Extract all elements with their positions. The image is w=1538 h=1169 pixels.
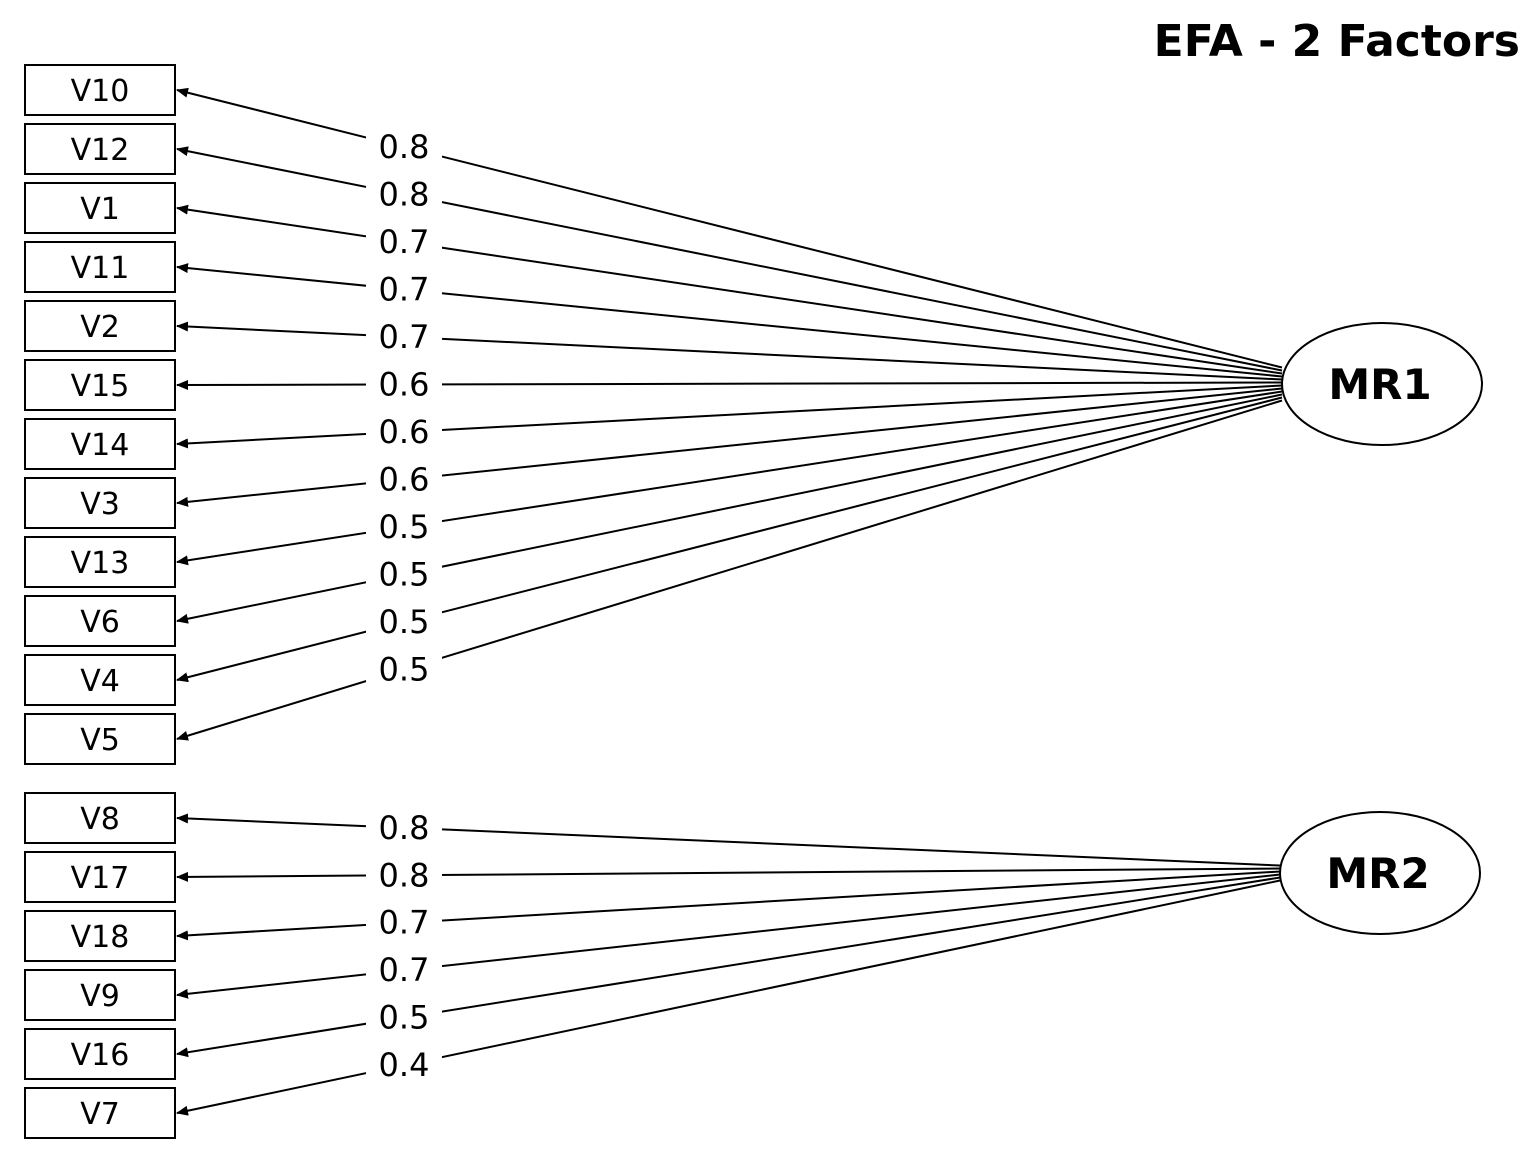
loading-arrow-mr2-v18 [176, 870, 1281, 941]
loading-label-background [366, 506, 442, 547]
loading-arrow-mr1-v3 [176, 387, 1283, 507]
loading-value-mr1-v11: 0.7 [379, 270, 430, 308]
variable-box-v12 [24, 123, 176, 175]
loading-arrow-mr1-v14 [176, 384, 1283, 449]
loading-value-mr2-v16: 0.5 [379, 999, 430, 1037]
variable-label-v18: V18 [71, 920, 130, 955]
loading-label-background [366, 601, 442, 642]
loading-arrow-mr1-v2 [176, 321, 1283, 381]
loading-paths: 0.8 0.8 0.7 0.7 0.7 0.6 0.6 0.6 0.5 0.5 0.5 0.5 0.8 0… [176, 87, 1283, 1116]
loading-value-mr1-v10: 0.8 [379, 128, 430, 166]
loading-label-background [366, 174, 442, 215]
loading-value-mr1-v5: 0.5 [379, 650, 430, 688]
variable-label-v1: V1 [80, 192, 120, 227]
loading-arrow-mr1-v1 [176, 204, 1283, 375]
variable-label-v7: V7 [80, 1097, 120, 1132]
loading-value-mr1-v2: 0.7 [379, 318, 430, 356]
loading-label-background [366, 221, 442, 262]
variable-label-v2: V2 [80, 310, 120, 345]
loading-label-background [366, 127, 442, 168]
variable-box-v4 [24, 654, 176, 706]
variable-label-v4: V4 [80, 664, 120, 699]
variable-label-v3: V3 [80, 487, 120, 522]
variable-label-v11: V11 [71, 251, 130, 286]
loading-arrow-mr1-v12 [176, 146, 1283, 372]
loading-value-mr2-v9: 0.7 [379, 951, 430, 989]
loading-arrow-mr2-v8 [176, 813, 1281, 867]
loading-label-background [366, 554, 442, 595]
factor-label-mr2: MR2 [1326, 849, 1429, 898]
loading-arrow-mr1-v5 [176, 399, 1283, 741]
factor-node-mr2 [1279, 811, 1481, 935]
factor-label-mr1: MR1 [1328, 360, 1431, 409]
loading-value-mr1-v15: 0.6 [379, 365, 430, 403]
variable-box-v18 [24, 910, 176, 962]
variable-box-v5 [24, 713, 176, 765]
loading-arrow-mr2-v9 [176, 873, 1281, 999]
variable-box-v17 [24, 851, 176, 903]
observed-variables: V10V12V1V11V2V15V14V3V13V6V4V5V8V17V18V9… [24, 64, 176, 1139]
loading-arrow-mr1-v10 [176, 87, 1283, 369]
variable-box-v7 [24, 1087, 176, 1139]
loading-arrow-mr2-v16 [176, 876, 1281, 1058]
variable-label-v8: V8 [80, 802, 120, 837]
loading-value-mr2-v7: 0.4 [379, 1046, 430, 1084]
loading-arrow-mr1-v13 [176, 390, 1283, 566]
loading-label-background [366, 855, 442, 896]
variable-label-v6: V6 [80, 605, 120, 640]
loading-arrow-mr2-v7 [176, 879, 1281, 1116]
variable-box-v16 [24, 1028, 176, 1080]
variable-label-v5: V5 [80, 723, 120, 758]
variable-box-v8 [24, 792, 176, 844]
loading-label-background [366, 316, 442, 357]
variable-box-v13 [24, 536, 176, 588]
loading-value-mr1-v14: 0.6 [379, 413, 430, 451]
loading-arrow-mr2-v17 [176, 867, 1281, 882]
loading-label-background [366, 649, 442, 690]
variable-label-v16: V16 [71, 1038, 130, 1073]
diagram-title: EFA - 2 Factors [1154, 16, 1520, 67]
variable-box-v9 [24, 969, 176, 1021]
loading-value-mr1-v13: 0.5 [379, 508, 430, 546]
loading-value-mr2-v18: 0.7 [379, 904, 430, 942]
loading-label-background [366, 1045, 442, 1086]
loading-arrow-mr1-v11 [176, 263, 1283, 378]
loading-label-background [366, 997, 442, 1038]
loading-label-background [366, 411, 442, 452]
variable-box-v6 [24, 595, 176, 647]
loading-value-mr1-v1: 0.7 [379, 223, 430, 261]
loading-label-background [366, 269, 442, 310]
loading-value-mr1-v4: 0.5 [379, 603, 430, 641]
loading-arrow-mr1-v15 [176, 379, 1283, 390]
loading-value-mr1-v6: 0.5 [379, 555, 430, 593]
variable-label-v17: V17 [71, 861, 130, 896]
variable-label-v15: V15 [71, 369, 130, 404]
variable-box-v10 [24, 64, 176, 116]
loading-label-background [366, 950, 442, 991]
variable-box-v15 [24, 359, 176, 411]
variable-box-v14 [24, 418, 176, 470]
variable-box-v3 [24, 477, 176, 529]
loading-value-mr2-v8: 0.8 [379, 809, 430, 847]
loading-value-mr1-v3: 0.6 [379, 460, 430, 498]
variable-label-v13: V13 [71, 546, 130, 581]
loading-value-mr1-v12: 0.8 [379, 176, 430, 214]
variable-label-v12: V12 [71, 133, 130, 168]
loading-value-mr2-v17: 0.8 [379, 856, 430, 894]
variable-label-v10: V10 [71, 74, 130, 109]
variable-box-v2 [24, 300, 176, 352]
loading-label-background [366, 807, 442, 848]
loading-label-background [366, 902, 442, 943]
variable-box-v1 [24, 182, 176, 234]
variable-label-v14: V14 [71, 428, 130, 463]
loading-label-background [366, 364, 442, 405]
loading-label-background [366, 459, 442, 500]
factor-node-mr1 [1281, 322, 1483, 446]
loading-arrow-mr1-v4 [176, 396, 1283, 683]
loading-arrow-mr1-v6 [176, 393, 1283, 624]
variable-box-v11 [24, 241, 176, 293]
variable-label-v9: V9 [80, 979, 120, 1014]
